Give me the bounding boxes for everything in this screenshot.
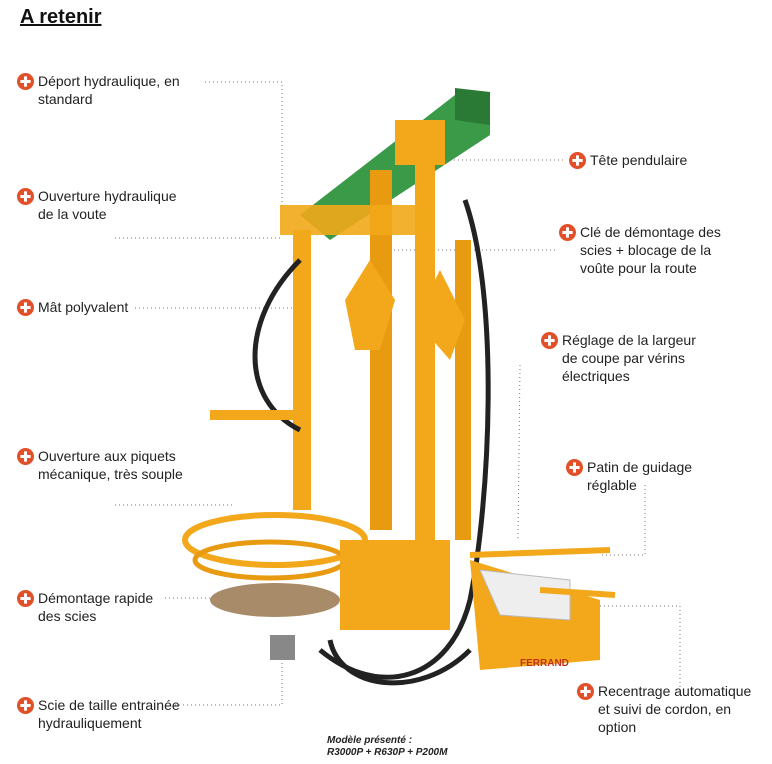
brand-label: FERRAND — [520, 658, 569, 669]
feature-mat: Mât polyvalent — [17, 298, 128, 316]
plus-circle-icon — [17, 697, 34, 714]
feature-tete: Tête pendulaire — [569, 151, 687, 169]
model-caption: Modèle présenté :R3000P + R630P + P200M — [327, 735, 448, 758]
plus-circle-icon — [17, 590, 34, 607]
plus-circle-icon — [17, 448, 34, 465]
plus-circle-icon — [541, 332, 558, 349]
plus-circle-icon — [17, 73, 34, 90]
machine: FERRAND — [182, 88, 616, 686]
plus-circle-icon — [17, 188, 34, 205]
page-title: A retenir — [20, 6, 102, 28]
plus-circle-icon — [577, 683, 594, 700]
plus-circle-icon — [569, 152, 586, 169]
leader-lines — [115, 81, 681, 706]
plus-circle-icon — [559, 224, 576, 241]
plus-circle-icon — [17, 299, 34, 316]
plus-circle-icon — [566, 459, 583, 476]
